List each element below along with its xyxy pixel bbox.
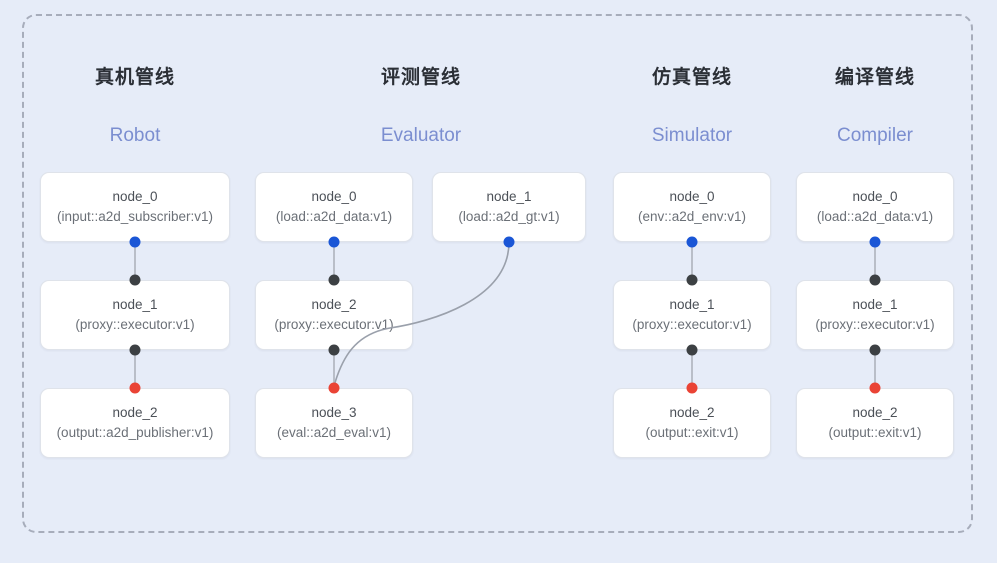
node-port-output[interactable] [869,236,881,248]
node-label: node_2 [852,405,898,421]
column-title-cn-robot: 真机管线 [94,67,176,88]
column-title-en-simulator: Simulator [651,125,733,146]
node-card[interactable]: node_0 (input::a2d_subscriber:v1) [40,172,230,242]
edge-connector [874,242,876,280]
node-label: node_0 [112,189,158,205]
node-port-input[interactable] [129,274,141,286]
node-card[interactable]: node_2 (output::exit:v1) [613,388,771,458]
node-label: node_3 [311,405,357,421]
node-label: node_2 [669,405,715,421]
node-label: node_2 [311,297,357,313]
node-port-output[interactable] [129,344,141,356]
node-label: node_0 [852,189,898,205]
node-port-terminal[interactable] [686,382,698,394]
node-label: node_1 [852,297,898,313]
edge-connector [874,350,876,388]
node-type-label: (output::exit:v1) [645,425,739,440]
node-card[interactable]: node_1 (proxy::executor:v1) [796,280,954,350]
column-title-cn-compiler: 编译管线 [834,67,916,88]
node-card[interactable]: node_0 (load::a2d_data:v1) [796,172,954,242]
node-label: node_1 [486,189,532,205]
node-label: node_1 [669,297,715,313]
node-port-output[interactable] [129,236,141,248]
node-card[interactable]: node_3 (eval::a2d_eval:v1) [255,388,413,458]
node-type-label: (eval::a2d_eval:v1) [276,425,392,440]
column-title-en-evaluator: Evaluator [380,125,462,146]
column-title-cn-evaluator: 评测管线 [380,67,462,88]
node-label: node_2 [112,405,158,421]
column-title-en-robot: Robot [109,125,161,146]
node-type-label: (proxy::executor:v1) [815,317,935,332]
node-type-label: (proxy::executor:v1) [632,317,752,332]
node-label: node_0 [311,189,357,205]
node-port-input[interactable] [869,274,881,286]
node-port-input[interactable] [686,274,698,286]
node-port-terminal[interactable] [129,382,141,394]
edge-connector [691,242,693,280]
node-card[interactable]: node_2 (output::a2d_publisher:v1) [40,388,230,458]
node-card[interactable]: node_1 (load::a2d_gt:v1) [432,172,586,242]
node-card[interactable]: node_2 (proxy::executor:v1) [255,280,413,350]
node-type-label: (output::exit:v1) [828,425,922,440]
node-label: node_1 [112,297,158,313]
node-port-output[interactable] [686,344,698,356]
node-port-output[interactable] [503,236,515,248]
node-port-terminal[interactable] [328,382,340,394]
node-card[interactable]: node_1 (proxy::executor:v1) [613,280,771,350]
node-type-label: (load::a2d_data:v1) [275,209,393,224]
column-title-en-compiler: Compiler [836,125,914,146]
node-port-terminal[interactable] [869,382,881,394]
node-type-label: (load::a2d_data:v1) [816,209,934,224]
node-type-label: (proxy::executor:v1) [274,317,394,332]
node-card[interactable]: node_0 (load::a2d_data:v1) [255,172,413,242]
node-type-label: (output::a2d_publisher:v1) [56,425,214,440]
node-type-label: (env::a2d_env:v1) [637,209,747,224]
node-card[interactable]: node_2 (output::exit:v1) [796,388,954,458]
edge-connector [134,242,136,280]
edge-connector [691,350,693,388]
node-port-output[interactable] [328,236,340,248]
node-label: node_0 [669,189,715,205]
node-port-output[interactable] [328,344,340,356]
column-title-cn-simulator: 仿真管线 [651,67,733,88]
node-port-output[interactable] [686,236,698,248]
node-type-label: (load::a2d_gt:v1) [458,209,560,224]
node-type-label: (proxy::executor:v1) [75,317,195,332]
node-port-input[interactable] [328,274,340,286]
node-type-label: (input::a2d_subscriber:v1) [56,209,214,224]
node-port-output[interactable] [869,344,881,356]
edge-connector [134,350,136,388]
node-card[interactable]: node_1 (proxy::executor:v1) [40,280,230,350]
node-card[interactable]: node_0 (env::a2d_env:v1) [613,172,771,242]
